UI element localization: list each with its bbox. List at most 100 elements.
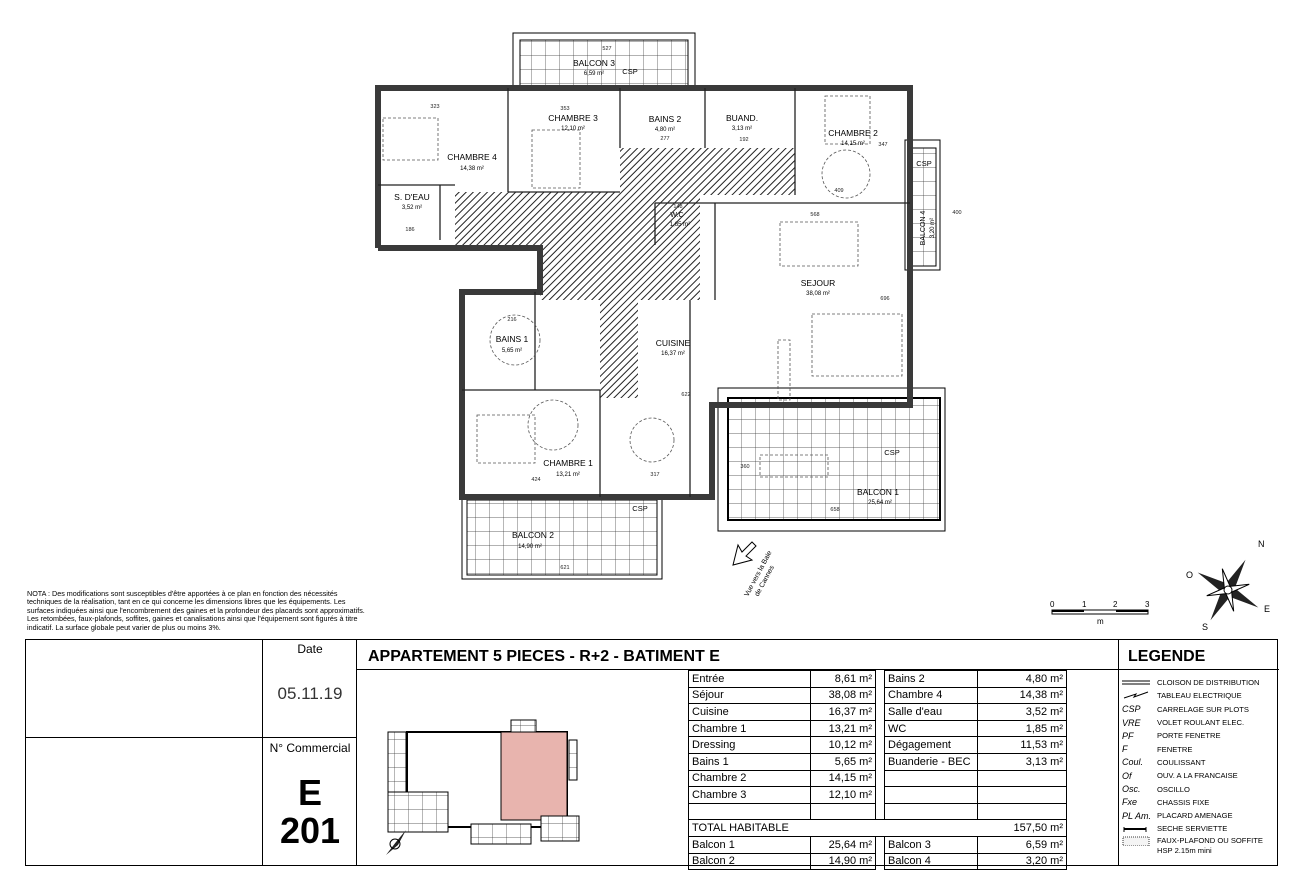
svg-text:38,08 m²: 38,08 m²: [806, 291, 830, 297]
legend-item: Coul.COULISSANT: [1122, 757, 1206, 768]
svg-text:14,38 m²: 14,38 m²: [460, 166, 484, 172]
dimension: 696: [880, 296, 889, 302]
dimension: 186: [405, 227, 414, 233]
legend-item: FAUX-PLAFOND OU SOFFITE: [1122, 836, 1263, 846]
svg-text:W.C: W.C: [670, 212, 683, 219]
svg-text:N: N: [1258, 539, 1265, 549]
key-plan: [386, 719, 580, 855]
svg-text:3,20 m²: 3,20 m²: [930, 218, 936, 238]
csp-label: CSP: [916, 159, 931, 168]
compass-small-icon: [386, 830, 406, 855]
svg-text:14,90 m²: 14,90 m²: [518, 544, 542, 550]
svg-text:13,21 m²: 13,21 m²: [556, 472, 580, 478]
partitions: [378, 88, 910, 497]
svg-text:BALCON 3: BALCON 3: [573, 58, 615, 68]
floor-plan: CHAMBRE 414,38 m² CHAMBRE 312,10 m² BAIN…: [375, 32, 1270, 632]
dotted-box-icon: [1122, 834, 1157, 848]
lot-number: 201: [279, 810, 341, 851]
balcon-4: [904, 139, 941, 271]
svg-text:3: 3: [1145, 600, 1150, 609]
commercial-number-label: N° Commercial: [269, 741, 351, 755]
svg-text:O: O: [1186, 570, 1193, 580]
svg-text:14,15 m²: 14,15 m²: [841, 141, 865, 147]
walls: [375, 85, 913, 500]
svg-text:12,10 m²: 12,10 m²: [561, 126, 585, 132]
balcon-2: [461, 496, 663, 580]
room-balcon-1: BALCON 1 25,64 m²: [857, 487, 899, 506]
nota-disclaimer: NOTA : Des modifications sont susceptibl…: [27, 589, 365, 632]
svg-text:CHAMBRE 1: CHAMBRE 1: [543, 458, 593, 468]
svg-text:BALCON 2: BALCON 2: [512, 530, 554, 540]
scale-bar: 0 1 2 3 m: [1050, 600, 1150, 626]
double-line-icon: [1122, 678, 1157, 688]
dimension: 622: [681, 392, 690, 398]
svg-text:CUISINE: CUISINE: [656, 338, 691, 348]
svg-text:BALCON 1: BALCON 1: [857, 487, 899, 497]
room-bains-1: BAINS 1 5,65 m²: [496, 334, 529, 354]
svg-text:0: 0: [1050, 600, 1055, 609]
dimension: 360: [740, 464, 749, 470]
room-chambre-1: CHAMBRE 1 13,21 m²: [543, 458, 593, 478]
dimension: 353: [560, 106, 569, 112]
dimension: 568: [810, 212, 819, 218]
legend-item: Osc.OSCILLO: [1122, 784, 1190, 795]
csp-label: CSP: [884, 448, 899, 457]
dimension: 424: [531, 477, 540, 483]
balcon-1: [717, 387, 946, 532]
legend: CLOISON DE DISTRIBUTION TABLEAU ELECTRIQ…: [1122, 676, 1263, 855]
dimension: 409: [834, 188, 843, 194]
svg-text:25,64 m²: 25,64 m²: [868, 500, 892, 506]
table-row: [688, 802, 1067, 821]
dimension: 658: [830, 507, 839, 513]
room-cuisine: CUISINE 16,37 m²: [656, 338, 691, 357]
csp-label: CSP: [632, 504, 647, 513]
svg-text:6,59 m²: 6,59 m²: [584, 71, 604, 77]
room-chambre-2: CHAMBRE 214,15 m²: [828, 128, 878, 147]
title-block: Date 05.11.19 N° Commercial E 201 APPART…: [25, 639, 1279, 871]
svg-text:BAINS 1: BAINS 1: [496, 334, 529, 344]
room-buanderie: BUAND.3,13 m²: [726, 113, 758, 132]
view-arrow-icon: [732, 541, 757, 566]
svg-text:5,65 m²: 5,65 m²: [502, 348, 522, 354]
legend-item: SECHE SERVIETTE: [1122, 822, 1263, 835]
svg-text:16,37 m²: 16,37 m²: [661, 351, 685, 357]
compass-rose-icon: N O E S: [1186, 539, 1270, 632]
svg-text:E: E: [1264, 604, 1270, 614]
svg-text:3,13 m²: 3,13 m²: [732, 126, 752, 132]
dimension: 621: [560, 565, 569, 571]
dimension: 216: [507, 317, 516, 323]
legend-item: PL Am.PLACARD AMENAGE: [1122, 810, 1233, 821]
date-label: Date: [297, 642, 323, 656]
svg-text:1,85 m²: 1,85 m²: [670, 222, 690, 228]
dimension: 323: [430, 104, 439, 110]
plan-title: APPARTEMENT 5 PIECES - R+2 - BATIMENT E: [368, 648, 720, 665]
svg-text:3,52 m²: 3,52 m²: [402, 205, 422, 211]
dimension: 148: [673, 204, 682, 210]
room-sejour: SEJOUR 38,08 m²: [801, 278, 835, 297]
svg-text:m: m: [1097, 617, 1104, 626]
electrical-panel-icon: [1122, 691, 1157, 701]
svg-text:BALCON 4: BALCON 4: [920, 211, 927, 246]
dimension: 400: [952, 210, 961, 216]
room-balcon-3: BALCON 3 6,59 m²: [573, 58, 615, 77]
svg-text:SEJOUR: SEJOUR: [801, 278, 835, 288]
room-chambre-4: CHAMBRE 414,38 m²: [447, 152, 497, 172]
degagement-hatch: [455, 148, 795, 398]
svg-text:1: 1: [1082, 600, 1087, 609]
lot-building: E: [297, 772, 322, 813]
